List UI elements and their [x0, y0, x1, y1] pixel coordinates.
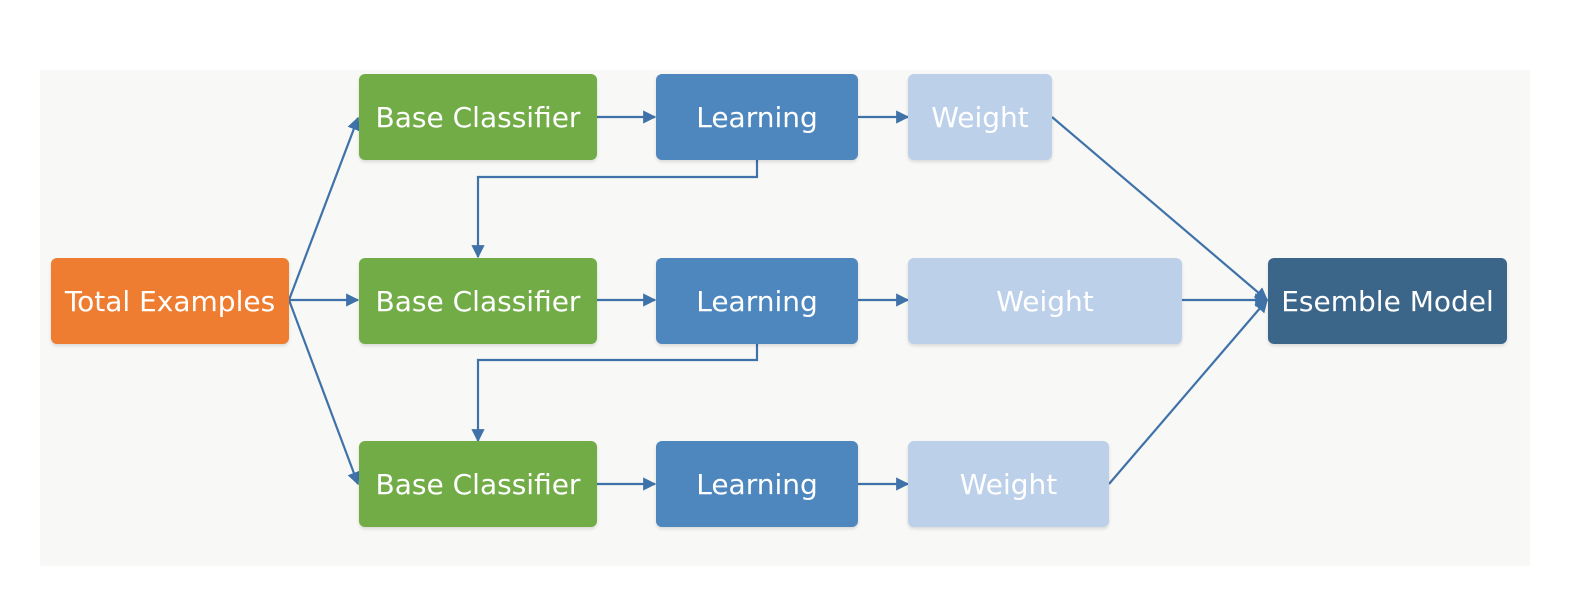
arrow-total-to-classifier-1: [287, 116, 360, 301]
arrow-learning-1-to-classifier-2: [471, 160, 759, 259]
ensemble-model-box: Esemble Model: [1268, 258, 1507, 344]
learning-2-box: Learning: [656, 258, 858, 344]
arrow-total-to-classifier-3: [287, 299, 361, 486]
weight-1-box: Weight: [908, 74, 1052, 160]
base-classifier-3-box: Base Classifier: [359, 441, 597, 527]
arrow-weight-1-to-ensemble: [1051, 116, 1269, 301]
base-classifier-2-box: Base Classifier: [359, 258, 597, 344]
arrow-learning-2-to-classifier-3: [471, 344, 759, 443]
weight-2-box: Weight: [908, 258, 1182, 344]
base-classifier-1-box: Base Classifier: [359, 74, 597, 160]
learning-1-box: Learning: [656, 74, 858, 160]
arrow-weight-3-to-ensemble: [1108, 298, 1268, 485]
learning-3-box: Learning: [656, 441, 858, 527]
weight-3-box: Weight: [908, 441, 1109, 527]
total-examples-box: Total Examples: [51, 258, 289, 344]
